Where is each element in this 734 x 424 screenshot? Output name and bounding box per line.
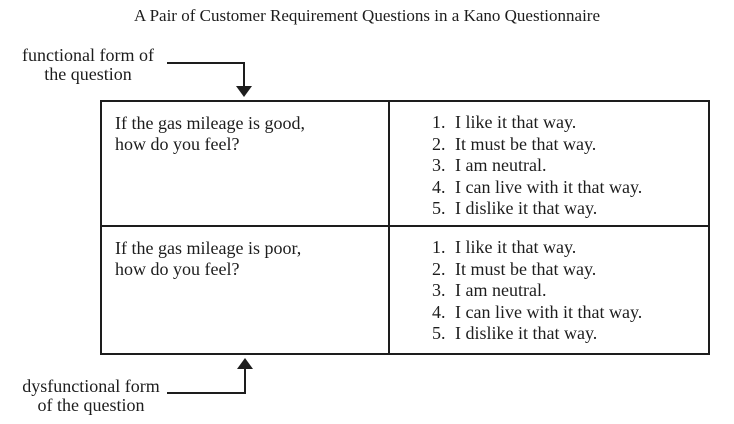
option-item: 1. I like it that way. <box>432 237 704 259</box>
question-line: If the gas mileage is poor, <box>115 238 302 258</box>
option-number: 2. <box>432 133 446 154</box>
option-text: I dislike it that way. <box>455 198 598 218</box>
option-text: I can live with it that way. <box>455 301 643 322</box>
dysfunctional-connector-horizontal <box>167 392 246 394</box>
arrow-down-icon <box>236 86 252 97</box>
label-functional-form-line2: the question <box>44 64 132 84</box>
option-item: 3. I am neutral. <box>432 155 704 177</box>
option-number: 2. <box>432 258 446 279</box>
functional-connector-vertical <box>243 62 245 88</box>
option-number: 4. <box>432 176 446 197</box>
option-text: It must be that way. <box>455 258 597 279</box>
option-item: 4. I can live with it that way. <box>432 177 704 199</box>
option-text: I dislike it that way. <box>455 323 598 343</box>
label-dysfunctional-form: dysfunctional form of the question <box>4 377 178 415</box>
question-line: If the gas mileage is good, <box>115 113 305 133</box>
option-text: I like it that way. <box>455 237 577 257</box>
dysfunctional-connector-vertical <box>244 369 246 394</box>
functional-options-cell: 1. I like it that way. 2. It must be tha… <box>390 102 708 227</box>
option-number: 1. <box>432 112 446 132</box>
option-item: 2. It must be that way. <box>432 134 704 156</box>
option-item: 5. I dislike it that way. <box>432 198 704 220</box>
figure-title: A Pair of Customer Requirement Questions… <box>134 6 600 25</box>
option-number: 5. <box>432 323 446 343</box>
option-number: 5. <box>432 198 446 218</box>
option-item: 4. I can live with it that way. <box>432 302 704 324</box>
option-text: I am neutral. <box>455 280 547 300</box>
option-item: 5. I dislike it that way. <box>432 323 704 345</box>
label-dysfunctional-form-line1: dysfunctional form <box>22 376 160 396</box>
option-item: 2. It must be that way. <box>432 259 704 281</box>
functional-question-cell: If the gas mileage is good, how do you f… <box>102 102 390 227</box>
dysfunctional-question-cell: If the gas mileage is poor, how do you f… <box>102 227 390 353</box>
option-item: 1. I like it that way. <box>432 112 704 134</box>
question-line: how do you feel? <box>115 134 240 154</box>
functional-connector-horizontal <box>167 62 245 64</box>
label-dysfunctional-form-line2: of the question <box>37 395 145 415</box>
option-item: 3. I am neutral. <box>432 280 704 302</box>
option-number: 3. <box>432 280 446 300</box>
option-text: I can live with it that way. <box>455 176 643 197</box>
question-line: how do you feel? <box>115 259 240 279</box>
option-number: 4. <box>432 301 446 322</box>
option-text: It must be that way. <box>455 133 597 154</box>
option-number: 3. <box>432 155 446 175</box>
dysfunctional-options-cell: 1. I like it that way. 2. It must be tha… <box>390 227 708 353</box>
label-functional-form-line1: functional form of <box>22 45 154 65</box>
label-functional-form: functional form of the question <box>6 46 170 84</box>
option-text: I like it that way. <box>455 112 577 132</box>
option-text: I am neutral. <box>455 155 547 175</box>
arrow-up-icon <box>237 358 253 369</box>
option-number: 1. <box>432 237 446 257</box>
kano-question-table: If the gas mileage is good, how do you f… <box>100 100 710 355</box>
